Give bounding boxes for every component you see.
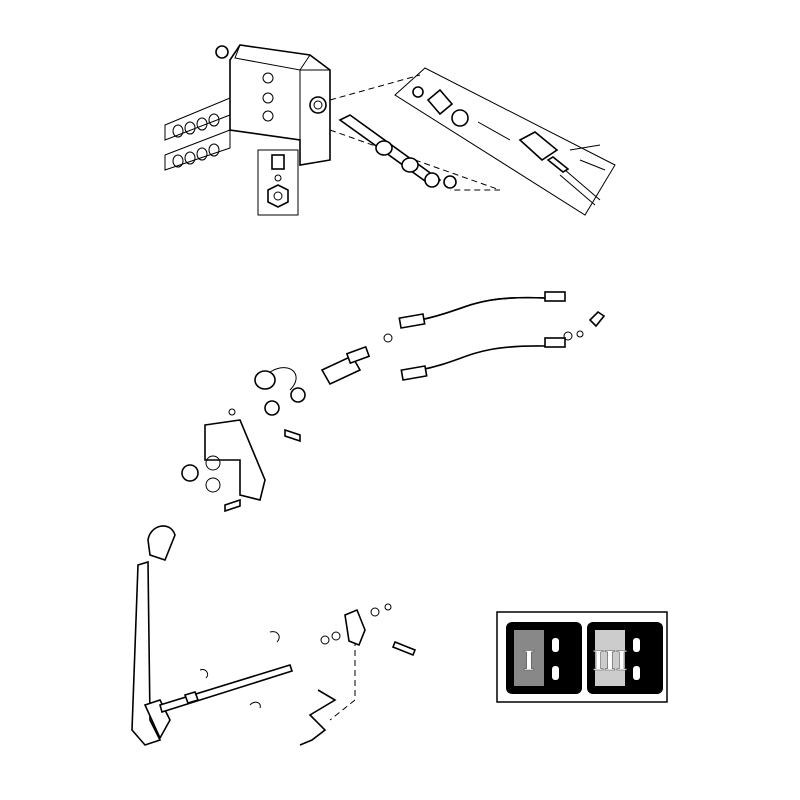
seal-rings xyxy=(172,113,220,168)
decal-card xyxy=(496,611,668,703)
hydraulic-hoses xyxy=(181,291,606,513)
control-valve-assembly xyxy=(164,44,616,216)
control-lever-linkage xyxy=(131,525,417,746)
